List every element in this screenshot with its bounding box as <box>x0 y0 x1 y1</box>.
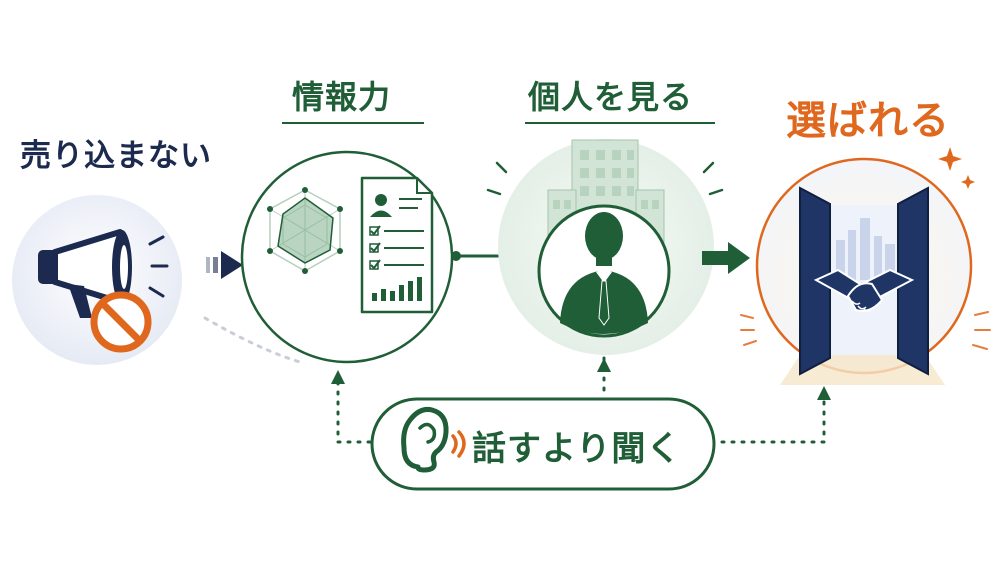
step-label-information: 情報力 <box>292 78 392 116</box>
information-underline <box>282 122 424 124</box>
faded-connector <box>203 316 302 364</box>
listening-label: 話すより聞く <box>472 429 682 469</box>
arrow-3-4 <box>702 242 750 274</box>
ear-icon <box>401 407 466 473</box>
listening-loop <box>336 356 826 444</box>
megaphone-prohibited-icon <box>12 195 182 365</box>
see-the-person-underline <box>525 122 715 124</box>
listening-pill <box>370 397 716 491</box>
step-label-see-the-person: 個人を見る <box>528 78 694 116</box>
data-sheet-icon <box>240 150 454 364</box>
arrow-1-2 <box>206 251 243 279</box>
handshake-door-icon <box>740 147 991 385</box>
businessperson-icon <box>486 139 724 355</box>
step-label-be-chosen: 選ばれる <box>786 98 950 144</box>
step-label-no-hard-sell: 売り込まない <box>20 138 212 174</box>
